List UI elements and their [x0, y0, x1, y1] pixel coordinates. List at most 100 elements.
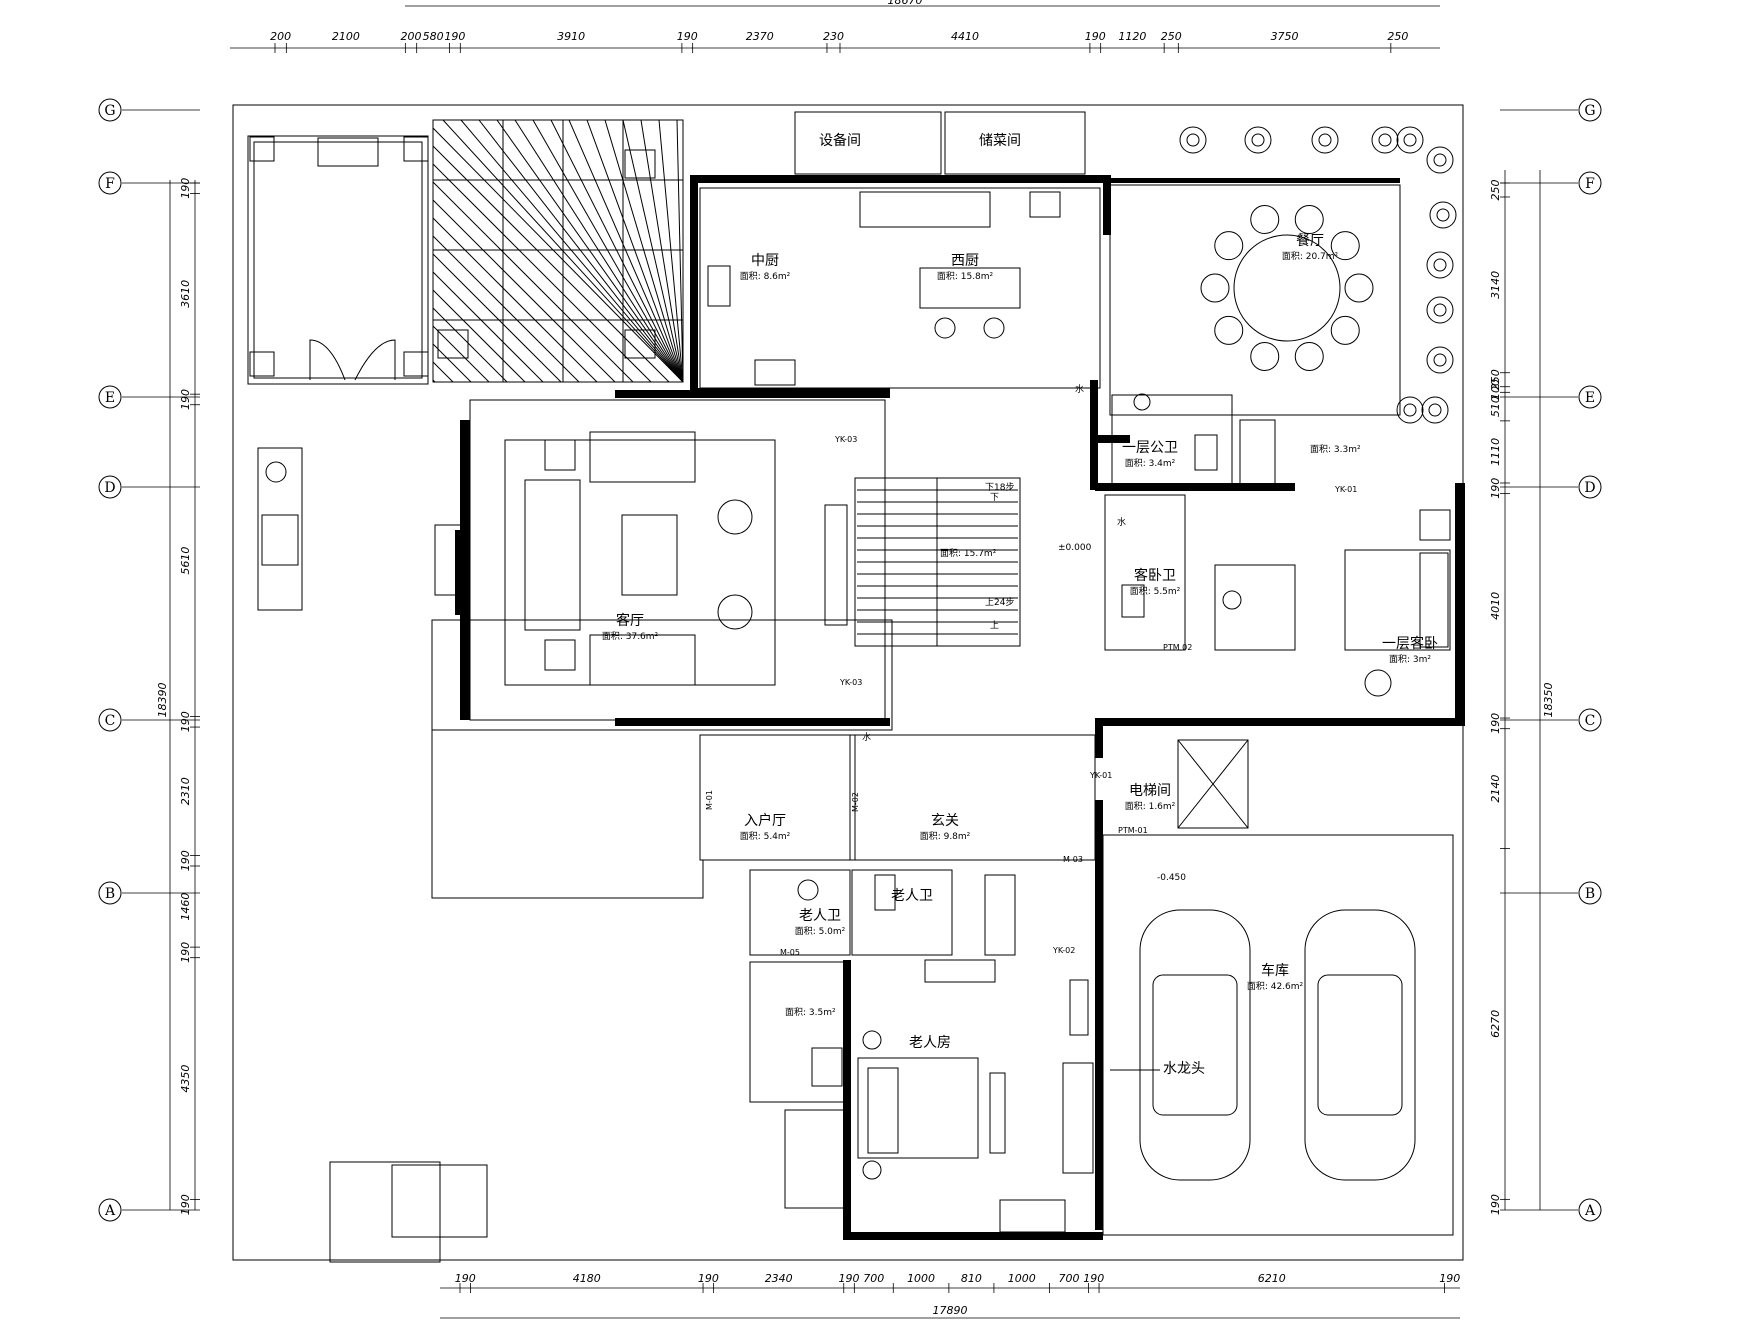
- dimension-value: 2340: [765, 1272, 793, 1285]
- room-area: 面积: 37.6m²: [602, 630, 659, 642]
- dimension-value: 6210: [1258, 1272, 1286, 1285]
- stair-down-label: 下18步: [985, 482, 1014, 493]
- dimension-value: 190: [179, 1194, 192, 1215]
- tag-yk01-guest: YK-01: [1334, 485, 1357, 494]
- dimension-value: 580: [423, 30, 444, 43]
- axis-bubble: [1578, 98, 1602, 122]
- tag-yk02: YK-02: [1052, 946, 1075, 955]
- dim-top-total: 18670: [888, 0, 923, 7]
- room-name: 餐厅: [1296, 233, 1324, 249]
- dimension-value: 190: [179, 711, 192, 732]
- dimension-value: 4010: [1489, 592, 1502, 620]
- axis-bubble: [98, 1198, 122, 1222]
- axis-bubble: [98, 385, 122, 409]
- dimension-value: 190: [1489, 1194, 1502, 1215]
- axis-bubble: [1578, 881, 1602, 905]
- axis-label: F: [105, 176, 115, 192]
- room-area: 面积: 3m²: [1389, 653, 1431, 665]
- tag-m02: M-02: [851, 792, 860, 812]
- dimension-value: 190: [1083, 1272, 1104, 1285]
- dimension-value: 190: [179, 389, 192, 410]
- dimension-value: 1460: [179, 893, 192, 921]
- dimension-value: 2100: [332, 30, 360, 43]
- axis-bubble: [1578, 708, 1602, 732]
- dimension-value: 510: [1489, 396, 1502, 417]
- dimension-value: 3750: [1271, 30, 1299, 43]
- interior-lines: [329, 111, 1457, 1263]
- room-name: 老人房: [909, 1035, 951, 1051]
- axis-label: A: [1584, 1203, 1596, 1219]
- tag-m01: M-01: [705, 790, 714, 810]
- misc-labels: 面积: 15.7m² 下18步 上24步 下 上 面积: 3.3m² 面积: 3…: [705, 383, 1361, 1077]
- dimension-value: 1120: [1118, 30, 1146, 43]
- axis-label: D: [104, 480, 115, 496]
- dimension-value: 700: [863, 1272, 884, 1285]
- dimension-value: 100: [1489, 379, 1502, 400]
- room-name: 老人卫: [799, 908, 841, 924]
- room-name: 设备间: [819, 132, 861, 149]
- dim-right-total: 18350: [1542, 683, 1555, 718]
- faucet-label: 水龙头: [1163, 1061, 1205, 1077]
- dimension-value: 1110: [1489, 438, 1502, 466]
- stair-down-short: 下: [990, 493, 999, 503]
- dimension-value: 250: [1387, 30, 1408, 43]
- dimension-value: 700: [1059, 1272, 1080, 1285]
- dimension-value: 5610: [179, 547, 192, 575]
- room-area: 面积: 5.0m²: [795, 925, 846, 937]
- dimension-value: 190: [1489, 478, 1502, 499]
- room-name: 入户厅: [744, 812, 786, 829]
- dimension-value: 3910: [557, 30, 585, 43]
- axis-label: D: [1584, 480, 1595, 496]
- room-name: 储菜间: [979, 133, 1021, 149]
- room-area: 面积: 5.5m²: [1130, 585, 1181, 597]
- dimension-value: 190: [698, 1272, 719, 1285]
- room-name: 一层客卧: [1382, 635, 1438, 652]
- dimension-value: 2310: [179, 777, 192, 805]
- dimension-value: 190: [677, 30, 698, 43]
- dimension-value: 2370: [746, 30, 774, 43]
- room-area: 面积: 20.7m²: [1282, 250, 1339, 262]
- axis-bubble: [1578, 171, 1602, 195]
- tag-yk01-lobby: YK-01: [1089, 771, 1112, 780]
- tag-ptm01: PTM-01: [1118, 826, 1148, 835]
- laundry-area-label: 面积: 3.5m²: [785, 1006, 836, 1018]
- dimension-value: 2140: [1489, 775, 1502, 803]
- axis-label: G: [1584, 103, 1595, 119]
- axis-label: F: [1585, 176, 1595, 192]
- dimension-value: 190: [179, 850, 192, 871]
- dimension-value: 3140: [1489, 271, 1502, 299]
- room-name: 车库: [1261, 962, 1289, 979]
- axis-bubble: [1578, 385, 1602, 409]
- tag-m05: M-05: [780, 948, 800, 957]
- water-label-3: 水: [862, 731, 871, 743]
- room-name: 电梯间: [1129, 783, 1171, 799]
- dimension-value: 190: [1085, 30, 1106, 43]
- room-name: 客卧卫: [1134, 567, 1176, 584]
- dimension-value: 250: [1489, 369, 1502, 390]
- dimension-value: 230: [823, 30, 844, 43]
- axis-label: B: [1585, 886, 1595, 902]
- dimension-value: 190: [444, 30, 465, 43]
- dimension-value: 4350: [179, 1065, 192, 1093]
- axis-bubble: [98, 475, 122, 499]
- axis-label: A: [104, 1203, 116, 1219]
- dimension-value: 250: [1161, 30, 1182, 43]
- dimension-value: 1000: [1008, 1272, 1036, 1285]
- room-area: 面积: 5.4m²: [740, 830, 791, 842]
- dim-bottom-total: 17890: [933, 1304, 968, 1317]
- axis-bubble: [98, 708, 122, 732]
- room-area: 面积: 8.6m²: [740, 270, 791, 282]
- axis-label: E: [105, 390, 115, 406]
- room-name: 西厨: [951, 253, 979, 269]
- axis-bubble: [1578, 475, 1602, 499]
- tag-yk03-bottom: YK-03: [839, 678, 862, 687]
- outdoor-sink: [257, 447, 303, 611]
- room-name: 老人卫: [891, 888, 933, 904]
- dimension-value: 3610: [179, 280, 192, 308]
- pavilion: [247, 135, 429, 385]
- dimension-value: 4410: [951, 30, 979, 43]
- stair-up-label: 上24步: [985, 597, 1014, 608]
- axis-label: C: [105, 713, 116, 729]
